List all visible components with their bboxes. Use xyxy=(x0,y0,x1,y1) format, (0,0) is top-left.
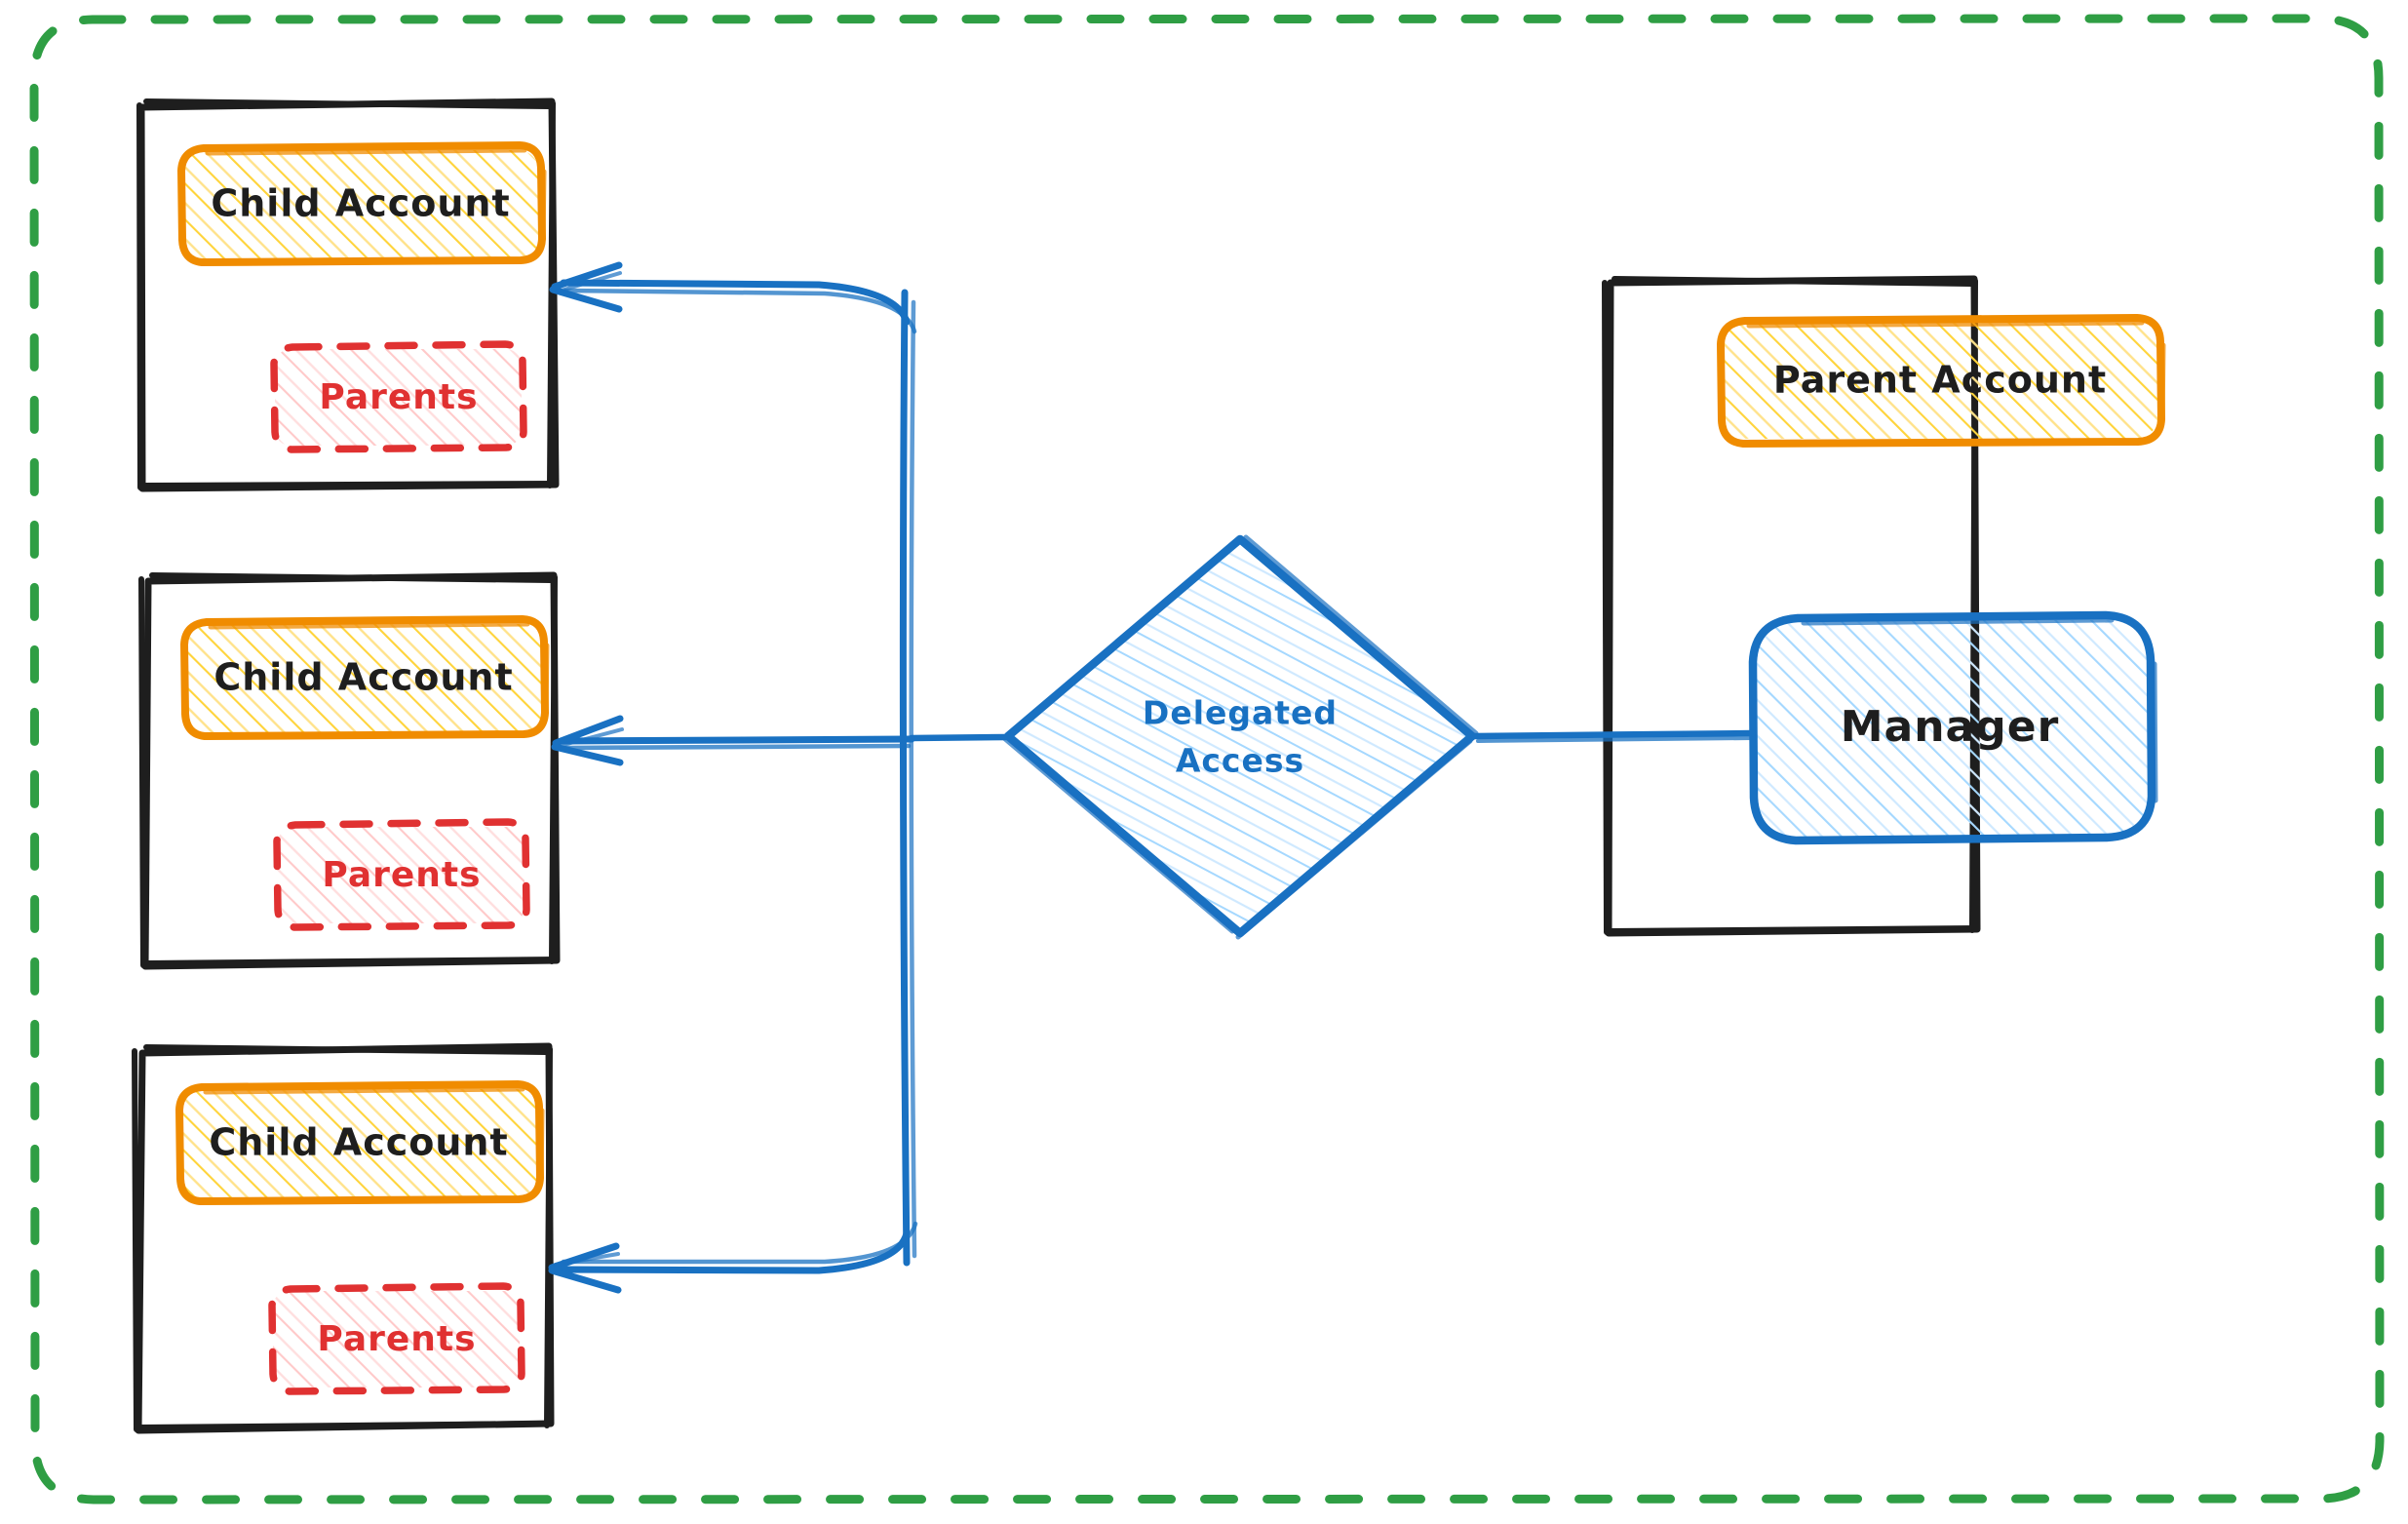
manager-box[interactable]: Manager xyxy=(1748,610,2158,845)
child-account-container-2[interactable] xyxy=(138,571,561,970)
child-account-label-2: Child Account xyxy=(214,656,513,699)
connector-delegated-access-to-child-3[interactable] xyxy=(548,1221,918,1294)
delegated-access-label-line1: Delegated xyxy=(1143,694,1338,732)
connector-delegated-access-to-child-2[interactable] xyxy=(551,715,915,766)
child-account-box-3[interactable]: Child Account xyxy=(175,1079,545,1206)
parents-label-3: Parents xyxy=(317,1319,476,1359)
delegated-access-label-line2: Access xyxy=(1176,742,1304,780)
connector-trunk xyxy=(899,289,1010,1267)
child-account-label-3: Child Account xyxy=(209,1121,508,1164)
parents-box-3[interactable]: Parents xyxy=(268,1282,525,1395)
parent-account-container[interactable] xyxy=(1602,275,1981,937)
child-account-box-1[interactable]: Child Account xyxy=(176,140,547,267)
parents-box-2[interactable]: Parents xyxy=(273,818,530,931)
manager-label: Manager xyxy=(1841,702,2060,752)
child-account-container-1[interactable] xyxy=(136,98,560,492)
parent-account-box[interactable]: Parent Account xyxy=(1716,313,2166,449)
child-account-box-2[interactable]: Child Account xyxy=(179,614,550,741)
connector-delegated-access-to-child-1[interactable] xyxy=(549,261,917,334)
organization-boundary xyxy=(29,14,2385,1504)
parents-box-1[interactable]: Parents xyxy=(270,340,527,453)
delegated-access-node[interactable]: Delegated Access xyxy=(1001,534,1479,940)
parents-label-1: Parents xyxy=(319,377,478,417)
parents-label-2: Parents xyxy=(322,855,481,895)
connector-manager-to-delegated-access[interactable] xyxy=(1470,729,1757,743)
parent-account-label: Parent Account xyxy=(1773,359,2107,402)
child-account-label-1: Child Account xyxy=(211,182,510,225)
child-account-container-3[interactable] xyxy=(132,1042,555,1434)
